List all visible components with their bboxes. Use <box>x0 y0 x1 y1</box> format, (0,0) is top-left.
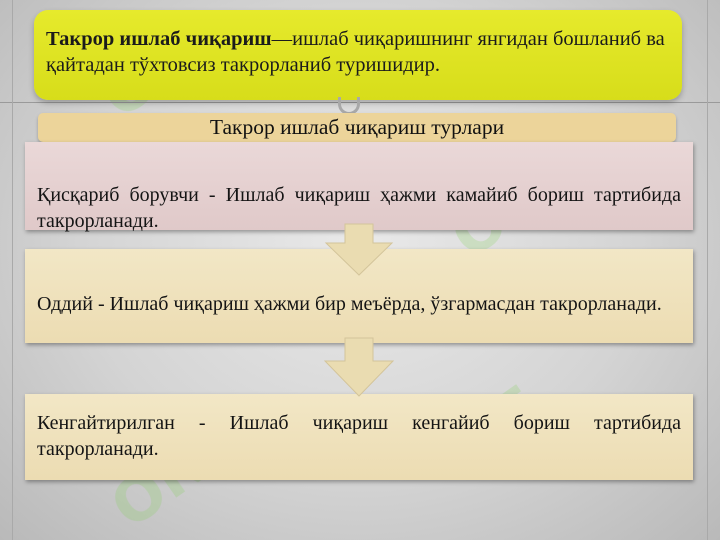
type-box-extended: Кенгайтирилган - Ишлаб чиқариш кенгайиб … <box>25 394 693 480</box>
type-box-simple: Оддий - Ишлаб чиқариш ҳажми бир меъёрда,… <box>25 249 693 343</box>
down-arrow-1 <box>324 223 394 276</box>
type-text-shrinking: Қисқариб борувчи - Ишлаб чиқариш ҳажми к… <box>37 184 681 232</box>
definition-text: —ишлаб чиқаришнинг янгидан бошланиб ва қ… <box>46 28 665 76</box>
type-text-extended: Кенгайтирилган - Ишлаб чиқариш кенгайиб … <box>37 412 681 460</box>
type-text-simple: Оддий - Ишлаб чиқариш ҳажми бир меъёрда,… <box>37 293 662 315</box>
right-guide-line <box>707 0 708 540</box>
horizontal-guide-line <box>0 102 720 103</box>
type-box-shrinking: Қисқариб борувчи - Ишлаб чиқариш ҳажми к… <box>25 142 693 232</box>
left-guide-line <box>12 0 13 540</box>
types-title: Такрор ишлаб чиқариш турлари <box>38 113 676 142</box>
definition-box: Такрор ишлаб чиқариш—ишлаб чиқаришнинг я… <box>34 10 682 100</box>
down-arrow-2 <box>323 337 395 397</box>
definition-term: Такрор ишлаб чиқариш <box>46 28 272 50</box>
